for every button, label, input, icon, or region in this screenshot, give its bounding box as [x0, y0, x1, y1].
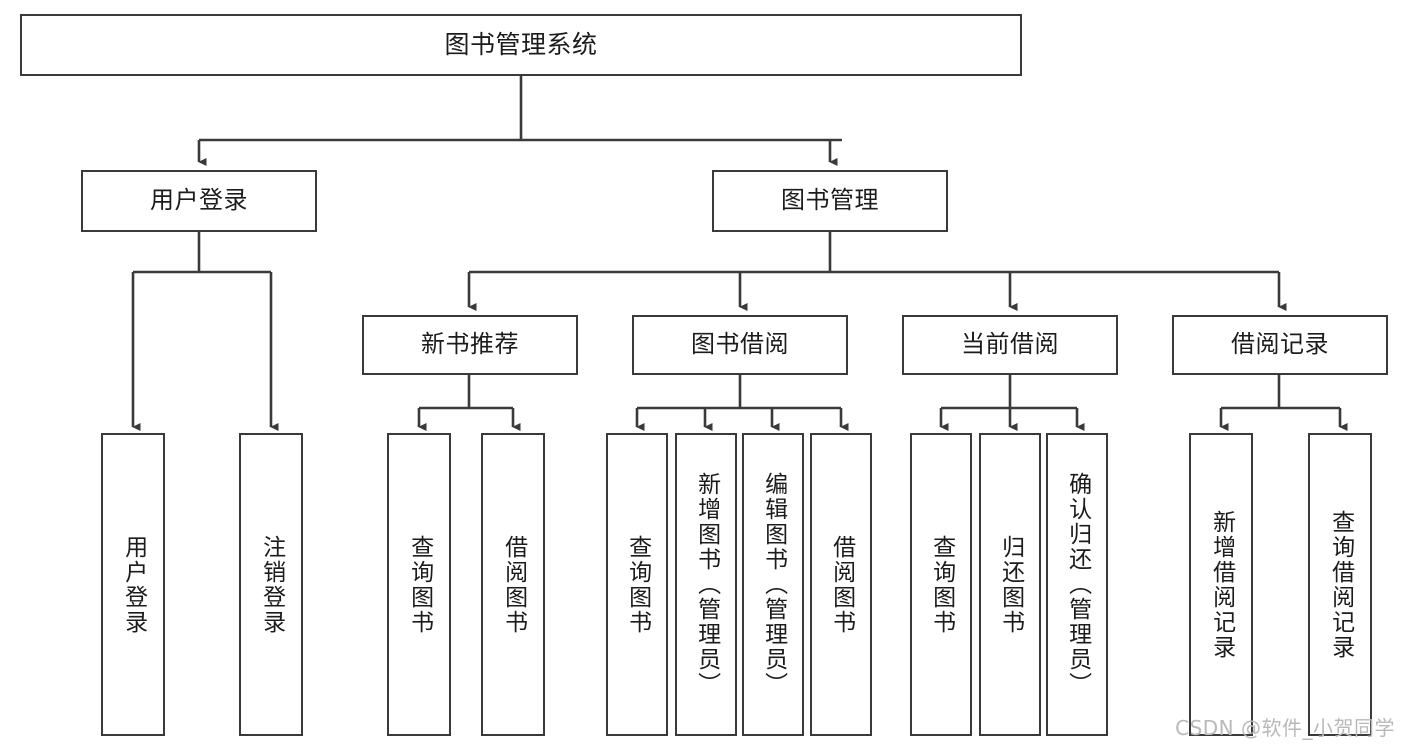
leaf-return-book[interactable]: 归还图书	[979, 433, 1041, 736]
node-label: 新增图书（管理员）	[693, 472, 720, 697]
leaf-borrow-book[interactable]: 借阅图书	[810, 433, 872, 736]
leaf-logout[interactable]: 注销登录	[239, 433, 303, 736]
leaf-user-login[interactable]: 用户登录	[101, 433, 165, 736]
node-label: 归还图书	[997, 534, 1024, 635]
node-label: 查询借阅记录	[1327, 509, 1354, 660]
watermark: CSDN @软件_小贺同学	[1175, 716, 1395, 740]
node-label: 借阅记录	[1231, 330, 1329, 359]
node-label: 查询图书	[928, 534, 955, 635]
leaf-add-borrow-record[interactable]: 新增借阅记录	[1189, 433, 1253, 736]
node-label: 用户登录	[150, 186, 248, 215]
node-label: 图书管理系统	[444, 29, 598, 59]
node-label: 用户登录	[120, 534, 147, 635]
node-label: 确认归还（管理员）	[1064, 472, 1091, 697]
node-label: 当前借阅	[961, 330, 1059, 359]
node-borrow-record[interactable]: 借阅记录	[1172, 315, 1388, 375]
node-label: 借阅图书	[500, 534, 527, 635]
leaf-query-book-current[interactable]: 查询图书	[910, 433, 972, 736]
node-user-login[interactable]: 用户登录	[81, 170, 317, 232]
leaf-borrow-book-recommend[interactable]: 借阅图书	[481, 433, 545, 736]
node-book-borrow[interactable]: 图书借阅	[632, 315, 848, 375]
node-label: 查询图书	[624, 534, 651, 635]
leaf-query-book-recommend[interactable]: 查询图书	[387, 433, 451, 736]
node-new-book-recommend[interactable]: 新书推荐	[362, 315, 578, 375]
node-label: 新书推荐	[421, 330, 519, 359]
node-book-management-system[interactable]: 图书管理系统	[20, 14, 1022, 76]
leaf-add-book-admin[interactable]: 新增图书（管理员）	[675, 433, 737, 736]
node-label: 新增借阅记录	[1208, 509, 1235, 660]
node-label: 图书管理	[781, 186, 879, 215]
leaf-query-borrow-record[interactable]: 查询借阅记录	[1308, 433, 1372, 736]
node-label: 查询图书	[406, 534, 433, 635]
node-current-borrow[interactable]: 当前借阅	[902, 315, 1118, 375]
node-book-management[interactable]: 图书管理	[712, 170, 948, 232]
leaf-confirm-return-admin[interactable]: 确认归还（管理员）	[1046, 433, 1108, 736]
node-label: 借阅图书	[828, 534, 855, 635]
leaf-edit-book-admin[interactable]: 编辑图书（管理员）	[742, 433, 804, 736]
node-label: 注销登录	[258, 534, 285, 635]
node-label: 编辑图书（管理员）	[760, 472, 787, 697]
node-label: 图书借阅	[691, 330, 789, 359]
leaf-query-book-borrow[interactable]: 查询图书	[606, 433, 668, 736]
